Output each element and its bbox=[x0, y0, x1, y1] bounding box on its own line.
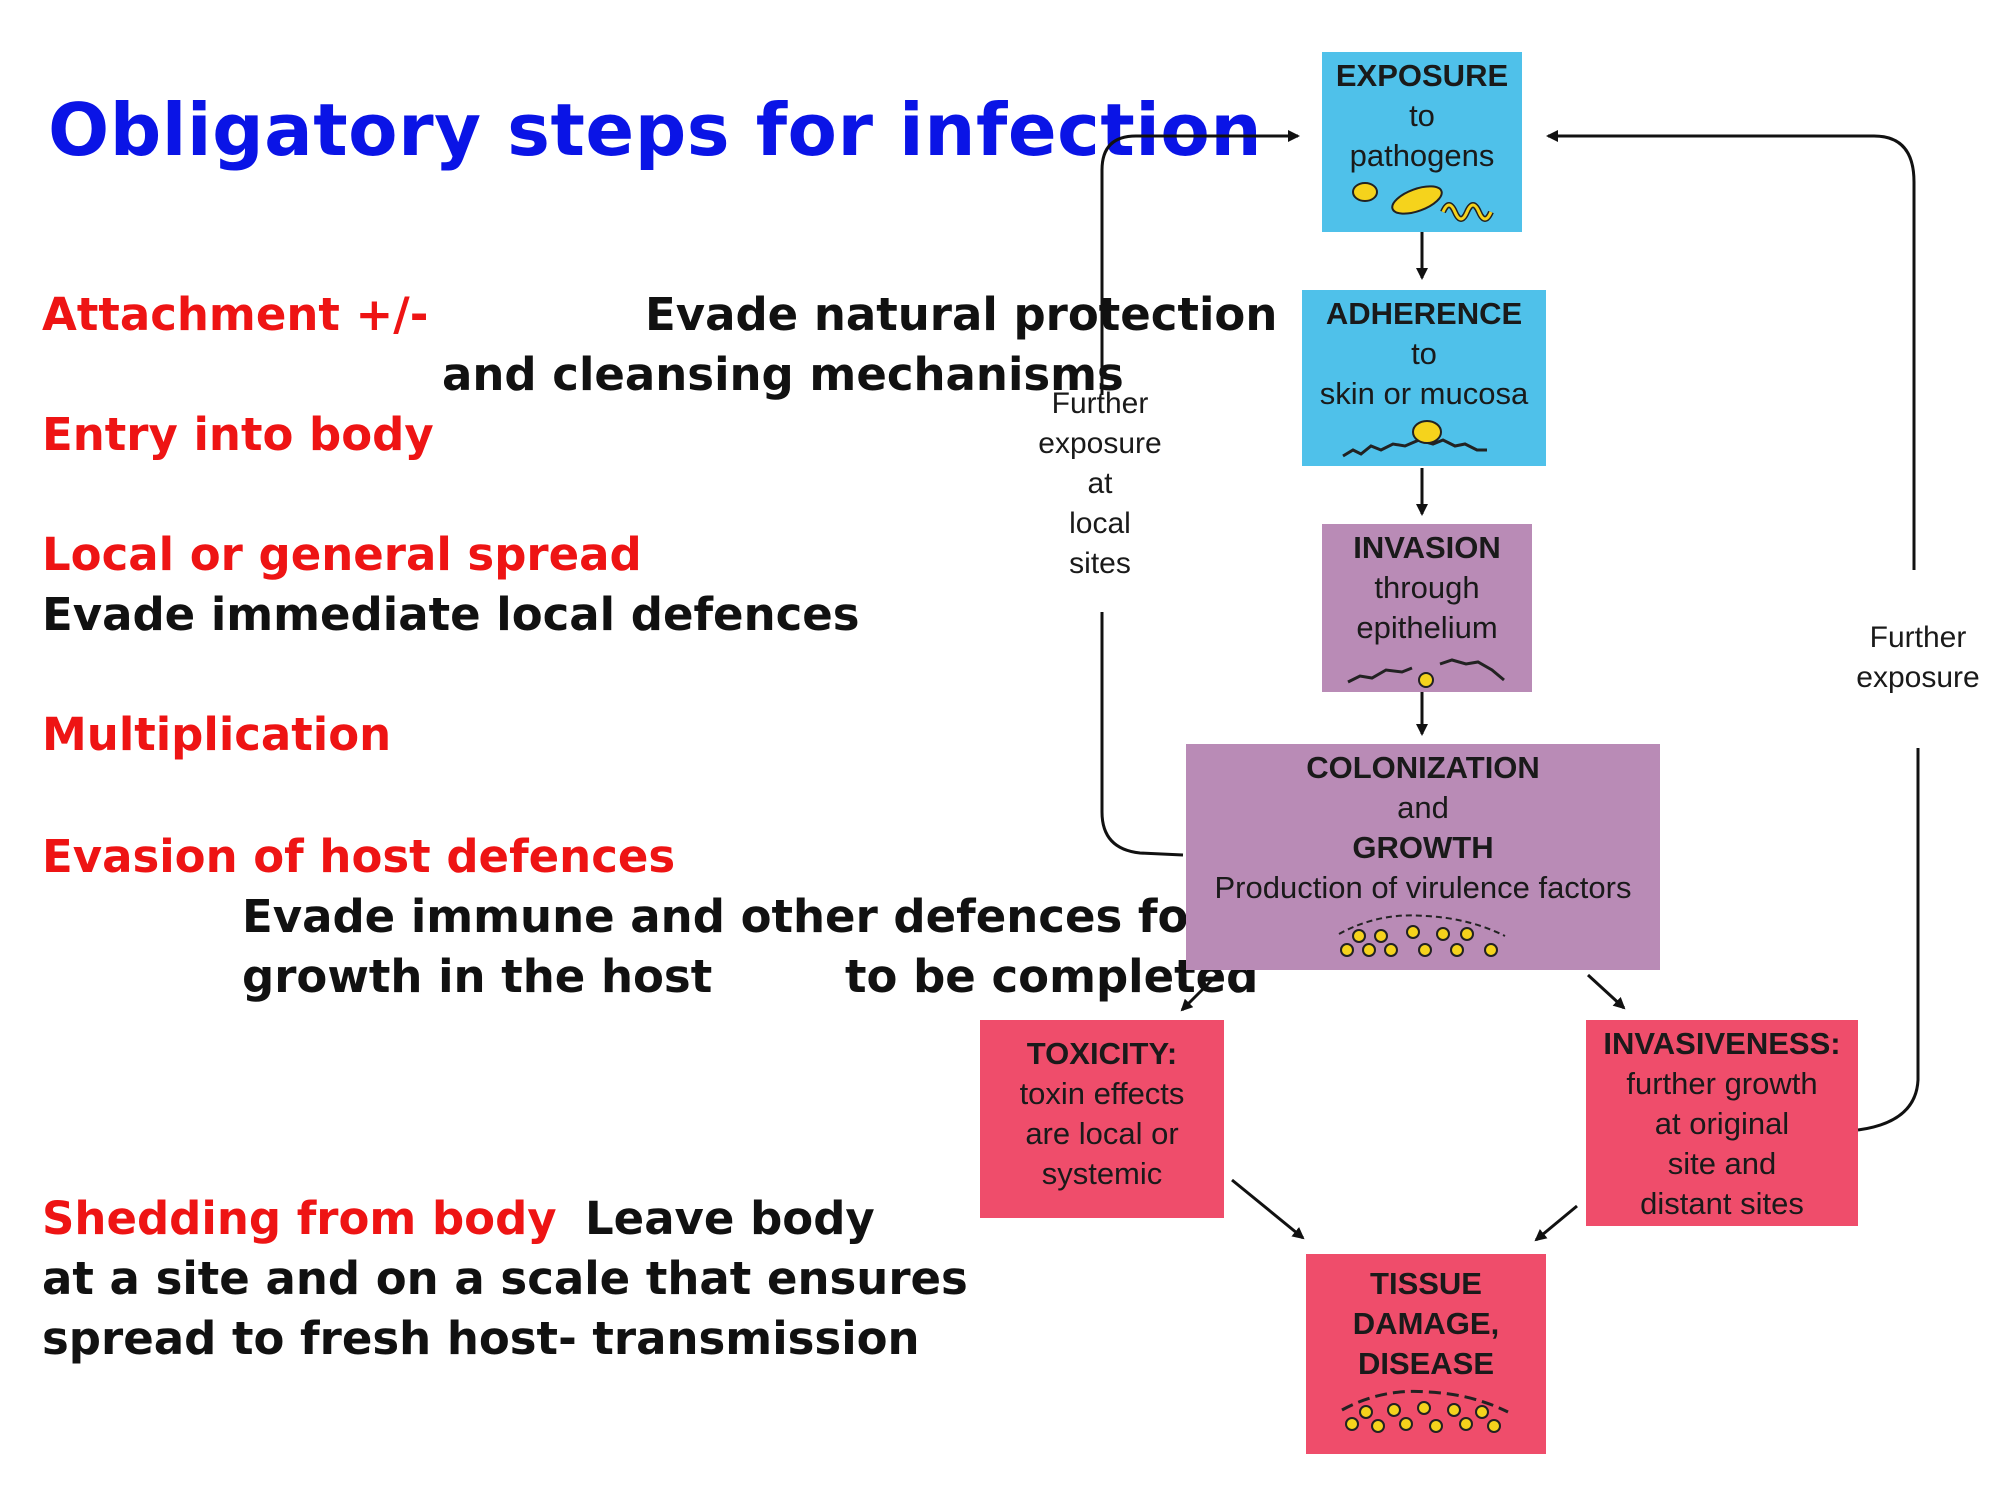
toxicity-box: TOXICITY: toxin effects are local or sys… bbox=[980, 1020, 1224, 1218]
toxicity-heading: TOXICITY: bbox=[1026, 1036, 1178, 1071]
tissue-heading-2: DAMAGE, bbox=[1352, 1306, 1500, 1341]
step-evasion: Evasion of host defences bbox=[42, 830, 676, 883]
colonization-heading: COLONIZATION bbox=[1306, 750, 1540, 785]
invasion-box: INVASION through epithelium bbox=[1322, 524, 1532, 692]
tissue-damage-icon bbox=[1341, 1389, 1509, 1433]
step-shedding: Shedding from body bbox=[42, 1192, 557, 1245]
invasiveness-box: INVASIVENESS: further growth at original… bbox=[1586, 1020, 1858, 1226]
invading-microbe-icon bbox=[1347, 658, 1505, 688]
step-evade-natural-line1: Evade natural protection bbox=[645, 288, 1278, 341]
step-entry: Entry into body bbox=[42, 408, 434, 461]
right-loop-label: Further exposure bbox=[1856, 621, 1980, 694]
step-leave-line2: at a site and on a scale that ensures bbox=[42, 1252, 968, 1305]
loop-right-lower bbox=[1857, 748, 1920, 1132]
arrow-invasiveness-tissue bbox=[1534, 1204, 1578, 1242]
exposure-heading: EXPOSURE bbox=[1335, 58, 1509, 93]
page-title: Obligatory steps for infection bbox=[48, 88, 1263, 172]
arrow-colonization-toxicity bbox=[1180, 972, 1220, 1012]
step-evade-immune-line1: Evade immune and other defences for bbox=[242, 890, 1211, 943]
tissue-damage-box: TISSUE DAMAGE, DISEASE bbox=[1306, 1254, 1546, 1454]
step-leave-line1: Leave body bbox=[585, 1192, 875, 1245]
tissue-heading-3: DISEASE bbox=[1357, 1346, 1495, 1381]
step-evade-local: Evade immediate local defences bbox=[42, 588, 860, 641]
colonization-box: COLONIZATION and GROWTH Production of vi… bbox=[1186, 744, 1660, 970]
tissue-heading-1: TISSUE bbox=[1370, 1266, 1482, 1301]
growth-heading: GROWTH bbox=[1352, 830, 1494, 865]
arrow-toxicity-tissue bbox=[1231, 1178, 1305, 1240]
adherence-box: ADHERENCE to skin or mucosa bbox=[1302, 290, 1546, 466]
step-evade-immune-line2a: growth in the host bbox=[242, 950, 713, 1003]
step-leave-line3: spread to fresh host- transmission bbox=[42, 1312, 920, 1365]
loop-left-upper bbox=[1100, 130, 1300, 395]
step-attachment: Attachment +/- bbox=[42, 288, 429, 341]
pathogens-icon bbox=[1352, 182, 1494, 222]
loop-left-lower bbox=[1100, 612, 1184, 857]
colony-icon bbox=[1338, 914, 1506, 957]
step-spread: Local or general spread bbox=[42, 528, 642, 581]
step-multiplication: Multiplication bbox=[42, 708, 392, 761]
adhered-microbe-icon bbox=[1342, 420, 1487, 458]
step-evade-natural-line2: and cleansing mechanisms bbox=[442, 348, 1124, 401]
exposure-box: EXPOSURE to pathogens bbox=[1322, 52, 1522, 232]
loop-right-upper bbox=[1546, 130, 1916, 570]
adherence-heading: ADHERENCE bbox=[1325, 296, 1523, 331]
invasiveness-heading: INVASIVENESS: bbox=[1603, 1026, 1841, 1061]
arrow-colonization-invasiveness bbox=[1586, 973, 1626, 1010]
left-loop-label: Further exposure at local sites bbox=[1038, 387, 1162, 580]
invasion-heading: INVASION bbox=[1353, 530, 1501, 565]
